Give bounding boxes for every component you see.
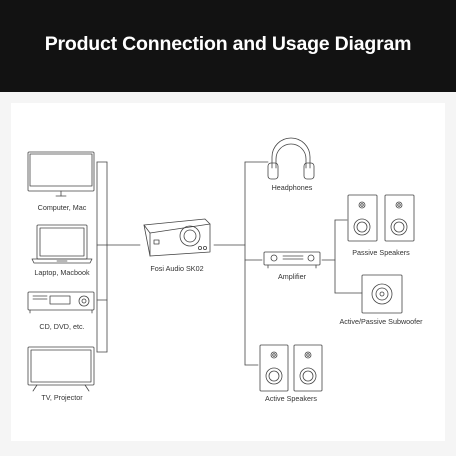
- source-label-tv: TV, Projector: [41, 393, 83, 402]
- diagram-panel: Computer, Mac Laptop, Macbook CD, DVD, e…: [11, 103, 445, 441]
- monitor-icon: [27, 151, 95, 197]
- laptop-icon: [31, 224, 93, 264]
- dac-amp-icon: [143, 218, 211, 257]
- tv-icon: [27, 346, 95, 392]
- cd-player-icon: [27, 291, 95, 314]
- headphones-label: Headphones: [272, 183, 313, 192]
- source-label-computer: Computer, Mac: [38, 203, 87, 212]
- connection-diagram: Computer, Mac Laptop, Macbook CD, DVD, e…: [27, 137, 423, 403]
- device-label: Fosi Audio SK02: [150, 264, 203, 273]
- subwoofer-label: Active/Passive Subwoofer: [339, 317, 423, 326]
- header-banner: Product Connection and Usage Diagram: [0, 0, 456, 92]
- page-title: Product Connection and Usage Diagram: [44, 33, 412, 55]
- source-label-laptop: Laptop, Macbook: [34, 268, 90, 277]
- active-speakers-icon: [259, 344, 323, 392]
- passive-speakers-icon: [347, 194, 415, 242]
- amplifier-label: Amplifier: [278, 272, 307, 281]
- amplifier-icon: [263, 251, 321, 269]
- passive-speakers-label: Passive Speakers: [352, 248, 410, 257]
- source-label-cd: CD, DVD, etc.: [39, 322, 84, 331]
- active-speakers-label: Active Speakers: [265, 394, 317, 403]
- headphones-icon: [267, 137, 315, 180]
- connection-lines: [96, 161, 363, 366]
- subwoofer-icon: [361, 274, 403, 314]
